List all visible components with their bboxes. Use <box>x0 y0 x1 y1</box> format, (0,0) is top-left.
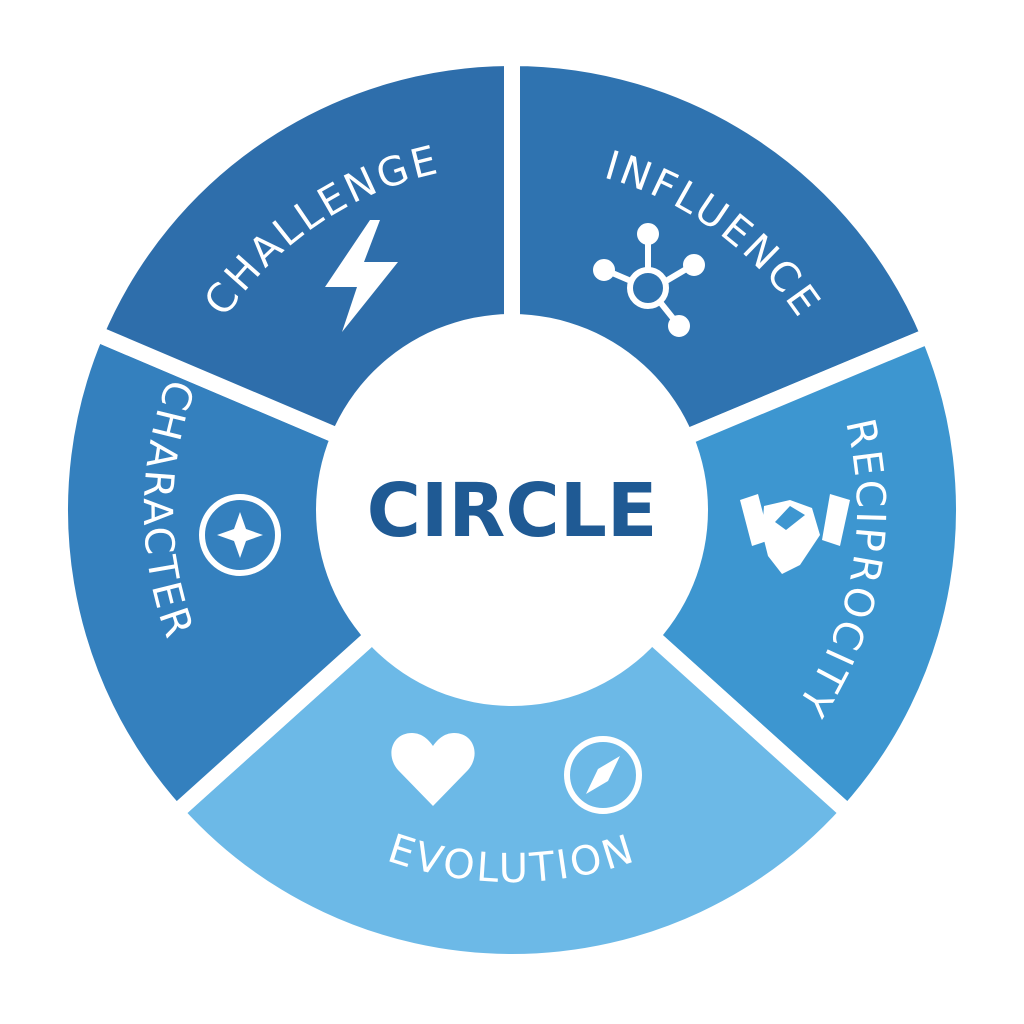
lightning-icon <box>325 220 398 332</box>
reciprocity-segment <box>504 327 972 821</box>
compass-icon <box>564 736 642 814</box>
heart-icon <box>391 733 475 806</box>
character-segment <box>52 325 520 821</box>
center-label: CIRCLE <box>367 468 658 554</box>
network-icon <box>593 223 705 337</box>
evolution-segment <box>168 502 856 970</box>
compass-star-icon <box>199 494 281 576</box>
handshake-icon <box>740 494 850 574</box>
center-circle <box>316 314 708 706</box>
